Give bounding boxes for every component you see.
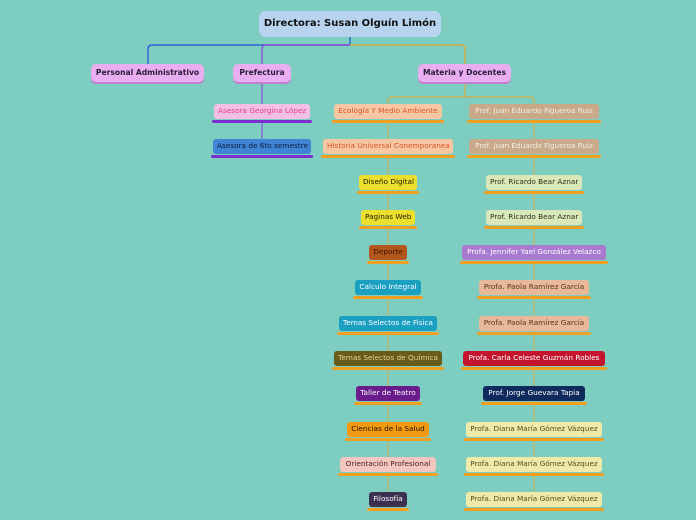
docente-node[interactable]: Profa. Paola Ramírez García (477, 280, 591, 299)
node-label: Prof. Juan Eduardo Figueroa Ruiz (475, 141, 593, 150)
prefectura-node[interactable]: Asesora Georgina López (212, 104, 312, 123)
docente-node[interactable]: Profa. Diana María Gómez Vázquez (464, 422, 604, 441)
docente-node[interactable]: Profa. Paola Ramírez García (477, 316, 591, 335)
node-underline (338, 473, 438, 476)
node-underline (464, 473, 604, 476)
node-label: Paginas Web (365, 212, 412, 221)
root-node-directora[interactable]: Directora: Susan Olguín Limón (259, 11, 441, 37)
node-label: Profa. Diana María Gómez Vázquez (470, 424, 598, 433)
materia-node[interactable]: Taller de Teatro (354, 386, 422, 405)
node-underline (332, 120, 444, 123)
node-label: Profa. Paola Ramírez García (483, 282, 585, 291)
node-underline (467, 155, 601, 158)
category-label: Personal Administrativo (95, 68, 200, 77)
materia-node[interactable]: Historia Universal Conemporanea (321, 139, 455, 158)
node-label: Prof. Jorge Guevara Tapia (488, 388, 580, 397)
materia-node[interactable]: Temas Selectos de Química (332, 351, 444, 370)
node-label: Profa. Carla Celeste Guzmán Robles (468, 353, 600, 362)
node-label: Asesora de 6to semestre (217, 141, 308, 150)
materia-node[interactable]: Filosofía (367, 492, 409, 511)
link-mat-left (387, 82, 466, 104)
node-label: Profa. Diana María Gómez Vázquez (470, 459, 598, 468)
category-label: Materia y Docentes (422, 68, 507, 77)
node-label: Historia Universal Conemporanea (327, 141, 450, 150)
node-label: Prof. Ricardo Bear Aznar (490, 177, 579, 186)
node-label: Temas Selectos de Fisica (343, 318, 433, 327)
materia-node[interactable]: Orientación Profesional (338, 457, 438, 476)
docente-node[interactable]: Prof. Ricardo Bear Aznar (484, 175, 584, 194)
node-underline (461, 367, 607, 370)
node-underline (345, 438, 431, 441)
node-label: Prof. Juan Eduardo Figueroa Ruiz (475, 106, 593, 115)
node-label: Profa. Jennifer Yael González Velazco (467, 247, 601, 256)
prefectura-node[interactable]: Asesora de 6to semestre (211, 139, 313, 158)
category-label: Prefectura (239, 68, 285, 77)
node-label: Prof. Ricardo Bear Aznar (490, 212, 579, 221)
node-underline (211, 155, 313, 158)
node-label: Profa. Paola Ramírez García (483, 318, 585, 327)
node-underline (337, 332, 439, 335)
node-label: Calculo Integral (359, 282, 417, 291)
link-root-materia (350, 44, 466, 64)
category-materia-y-docentes[interactable]: Materia y Docentes (418, 64, 511, 82)
node-label: Ciencias de la Salud (351, 424, 425, 433)
node-label: Diseño Digital (363, 177, 415, 186)
materia-node[interactable]: Deporte (367, 245, 409, 264)
node-label: Taller de Teatro (360, 388, 416, 397)
node-underline (367, 261, 409, 264)
link-mat-right (465, 96, 535, 104)
node-label: Deporte (373, 247, 403, 256)
node-underline (484, 191, 584, 194)
node-underline (464, 508, 604, 511)
docente-node[interactable]: Prof. Jorge Guevara Tapia (481, 386, 587, 405)
node-underline (321, 155, 455, 158)
docente-node[interactable]: Profa. Carla Celeste Guzmán Robles (461, 351, 607, 370)
node-underline (367, 508, 409, 511)
node-underline (467, 120, 601, 123)
node-underline (464, 438, 604, 441)
docente-node[interactable]: Profa. Jennifer Yael González Velazco (460, 245, 608, 264)
materia-node[interactable]: Temas Selectos de Fisica (337, 316, 439, 335)
node-label: Profa. Diana María Gómez Vázquez (470, 494, 598, 503)
materia-node[interactable]: Paginas Web (359, 210, 417, 229)
node-underline (353, 296, 423, 299)
docente-node[interactable]: Prof. Juan Eduardo Figueroa Ruiz (467, 139, 601, 158)
node-label: Temas Selectos de Química (338, 353, 438, 362)
node-label: Orientación Profesional (345, 459, 431, 468)
node-underline (460, 261, 608, 264)
node-underline (484, 226, 584, 229)
node-label: Asesora Georgina López (218, 106, 307, 115)
node-label: Ecología Y Medio Ambiente (338, 106, 438, 115)
node-underline (332, 367, 444, 370)
materia-node[interactable]: Calculo Integral (353, 280, 423, 299)
node-underline (359, 226, 417, 229)
node-underline (481, 402, 587, 405)
category-prefectura[interactable]: Prefectura (233, 64, 291, 82)
node-underline (354, 402, 422, 405)
node-underline (477, 296, 591, 299)
materia-node[interactable]: Ciencias de la Salud (345, 422, 431, 441)
root-label: Directora: Susan Olguín Limón (263, 18, 437, 29)
node-label: Filosofía (373, 494, 403, 503)
docente-node[interactable]: Profa. Diana María Gómez Vázquez (464, 457, 604, 476)
docente-node[interactable]: Profa. Diana María Gómez Vázquez (464, 492, 604, 511)
category-personal-administrativo[interactable]: Personal Administrativo (91, 64, 204, 82)
node-underline (477, 332, 591, 335)
node-underline (357, 191, 419, 194)
docente-node[interactable]: Prof. Ricardo Bear Aznar (484, 210, 584, 229)
link-root-admin (147, 37, 351, 64)
link-root-prefectura (261, 44, 350, 64)
node-underline (212, 120, 312, 123)
docente-node[interactable]: Prof. Juan Eduardo Figueroa Ruiz (467, 104, 601, 123)
materia-node[interactable]: Ecología Y Medio Ambiente (332, 104, 444, 123)
materia-node[interactable]: Diseño Digital (357, 175, 419, 194)
